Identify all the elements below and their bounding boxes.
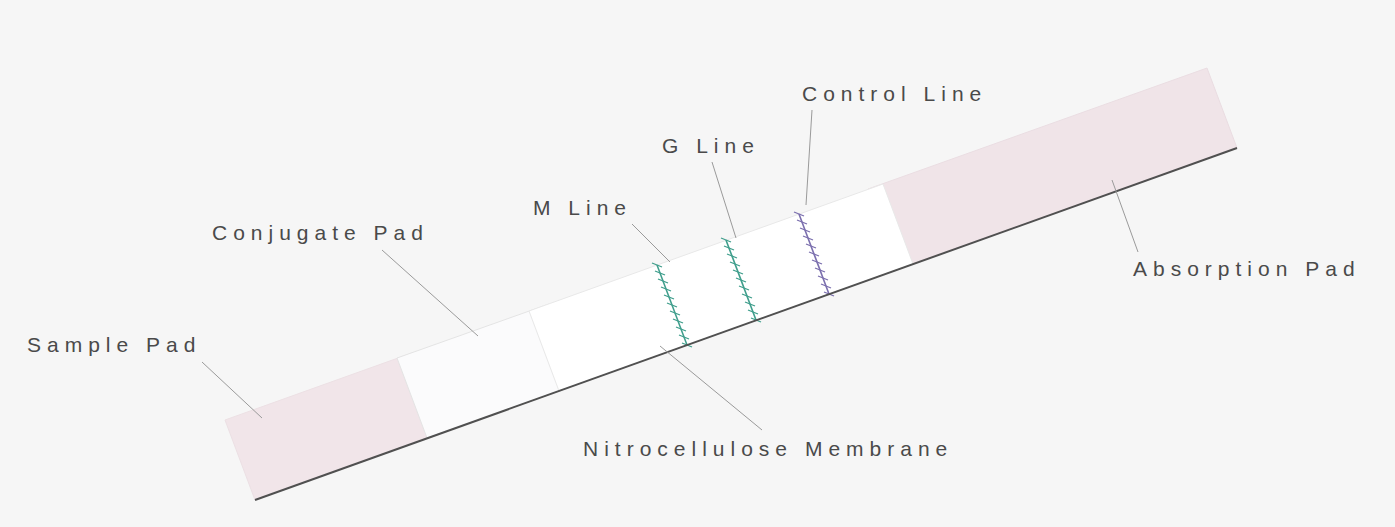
test-line-tick [721,238,731,242]
test-line-tick [661,287,671,291]
test-line-tick [745,302,755,306]
part-label: Control Line [802,82,987,106]
test-line-tick [812,260,822,264]
strip-baseline [255,148,1237,500]
test-line-tick [655,271,665,275]
leader-line [806,110,812,205]
test-line-tick [676,327,686,331]
test-line-tick [724,246,734,250]
part-label: G Line [662,134,760,158]
test-line [799,214,829,294]
leader-line [660,346,762,430]
test-line-tick [797,220,807,224]
test-line-tick [733,270,743,274]
test-line-tick [806,244,816,248]
test-line-tick [667,303,677,307]
test-line-tick [652,263,662,267]
leader-line [202,362,262,418]
leader-line [632,224,670,262]
part-label: Sample Pad [27,333,201,357]
leader-line [712,162,736,238]
leader-lines [202,110,1138,430]
test-line-tick [794,212,804,216]
test-line-tick [670,311,680,315]
test-line-tick [818,276,828,280]
test-line-tick [803,236,813,240]
test-line-tick [658,279,668,283]
test-line-tick [821,284,831,288]
test-line-tick [809,252,819,256]
test-line-tick [673,319,683,323]
test-line-tick [664,295,674,299]
test-line-tick [730,262,740,266]
leader-line [1112,180,1138,252]
test-line-tick [800,228,810,232]
part-label: M Line [533,196,632,220]
part-label: Conjugate Pad [212,221,429,245]
part-label: Nitrocellulose Membrane [583,437,953,461]
leader-line [382,250,478,336]
test-line-tick [739,286,749,290]
test-line [726,240,756,320]
test-line [657,265,687,345]
test-line-tick [815,268,825,272]
test-line-tick [748,310,758,314]
test-line-tick [727,254,737,258]
test-line-tick [679,335,689,339]
part-label: Absorption Pad [1133,257,1361,281]
test-line-tick [742,294,752,298]
nitrocellulose-membrane [529,184,913,391]
test-lines [652,212,834,347]
test-line-tick [736,278,746,282]
